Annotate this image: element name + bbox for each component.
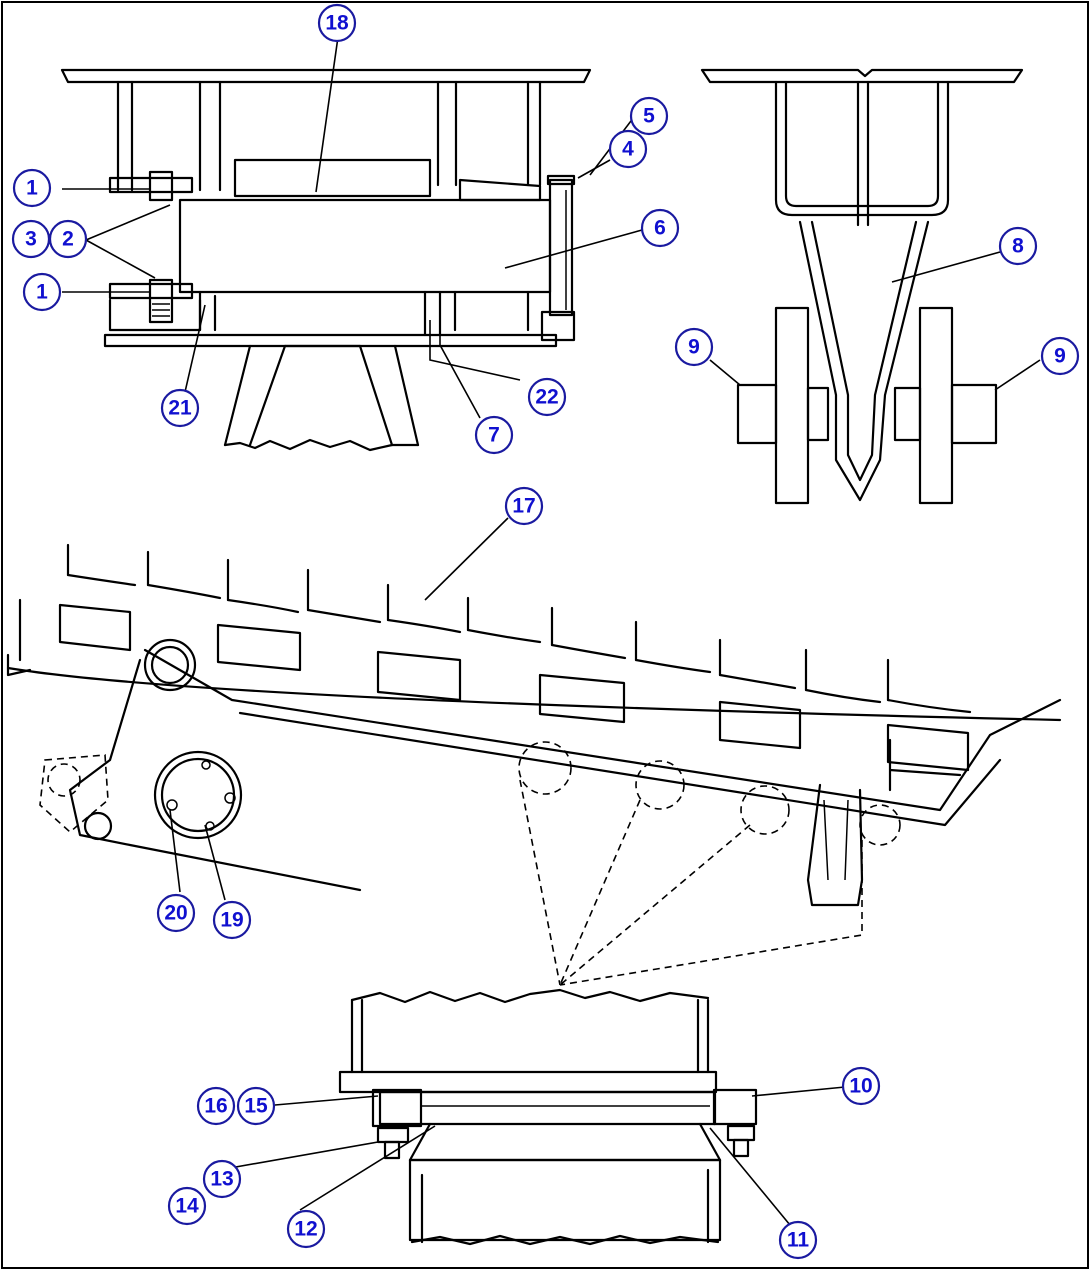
svg-text:9: 9 bbox=[1054, 345, 1066, 368]
svg-text:19: 19 bbox=[220, 909, 243, 932]
svg-text:7: 7 bbox=[488, 424, 500, 447]
svg-text:5: 5 bbox=[643, 105, 655, 128]
roller-bracket-view bbox=[700, 68, 1024, 505]
svg-text:1: 1 bbox=[36, 281, 48, 304]
svg-text:12: 12 bbox=[294, 1218, 317, 1241]
svg-text:6: 6 bbox=[654, 217, 666, 240]
callout-14: 14 bbox=[167, 1186, 207, 1226]
svg-text:13: 13 bbox=[210, 1168, 233, 1191]
svg-text:15: 15 bbox=[244, 1095, 268, 1118]
svg-text:14: 14 bbox=[175, 1195, 199, 1218]
svg-text:22: 22 bbox=[535, 386, 558, 409]
callout-16: 16 bbox=[196, 1086, 236, 1126]
callout-19: 19 bbox=[212, 900, 252, 940]
svg-text:1: 1 bbox=[26, 177, 38, 200]
svg-text:10: 10 bbox=[849, 1075, 872, 1098]
callout-13: 13 bbox=[202, 1159, 242, 1199]
leader-lines bbox=[62, 36, 1041, 1226]
svg-text:9: 9 bbox=[688, 336, 700, 359]
svg-text:2: 2 bbox=[62, 228, 74, 251]
svg-text:11: 11 bbox=[787, 1229, 810, 1252]
callout-17: 17 bbox=[504, 486, 544, 526]
callout-11: 11 bbox=[778, 1220, 818, 1260]
callouts: 1 1 2 3 4 5 6 7 8 9 9 10 11 12 13 14 15 … bbox=[11, 3, 1080, 1260]
svg-text:4: 4 bbox=[622, 138, 634, 161]
callout-22: 22 bbox=[527, 377, 567, 417]
callout-5: 5 bbox=[629, 96, 669, 136]
callout-8: 8 bbox=[998, 226, 1038, 266]
callout-7: 7 bbox=[474, 415, 514, 455]
callout-1: 1 bbox=[12, 168, 52, 208]
svg-text:18: 18 bbox=[325, 12, 349, 35]
callout-10: 10 bbox=[841, 1066, 881, 1106]
svg-text:16: 16 bbox=[204, 1095, 227, 1118]
callout-21: 21 bbox=[160, 388, 200, 428]
svg-text:20: 20 bbox=[164, 902, 187, 925]
svg-text:21: 21 bbox=[168, 397, 192, 420]
callout-9: 9 bbox=[674, 327, 714, 367]
svg-text:17: 17 bbox=[512, 495, 535, 518]
callout-6: 6 bbox=[640, 208, 680, 248]
callout-3: 3 bbox=[11, 219, 51, 259]
svg-text:8: 8 bbox=[1012, 235, 1024, 258]
callout-18: 18 bbox=[317, 3, 357, 43]
callout-12: 12 bbox=[286, 1209, 326, 1249]
callout-1: 1 bbox=[22, 272, 62, 312]
callout-20: 20 bbox=[156, 893, 196, 933]
callout-15: 15 bbox=[236, 1086, 276, 1126]
callout-2: 2 bbox=[48, 219, 88, 259]
callout-9: 9 bbox=[1040, 336, 1080, 376]
conveyor-side-view bbox=[6, 543, 1062, 986]
callout-4: 4 bbox=[608, 129, 648, 169]
svg-text:3: 3 bbox=[25, 228, 37, 251]
bottom-bracket-view bbox=[338, 988, 758, 1246]
